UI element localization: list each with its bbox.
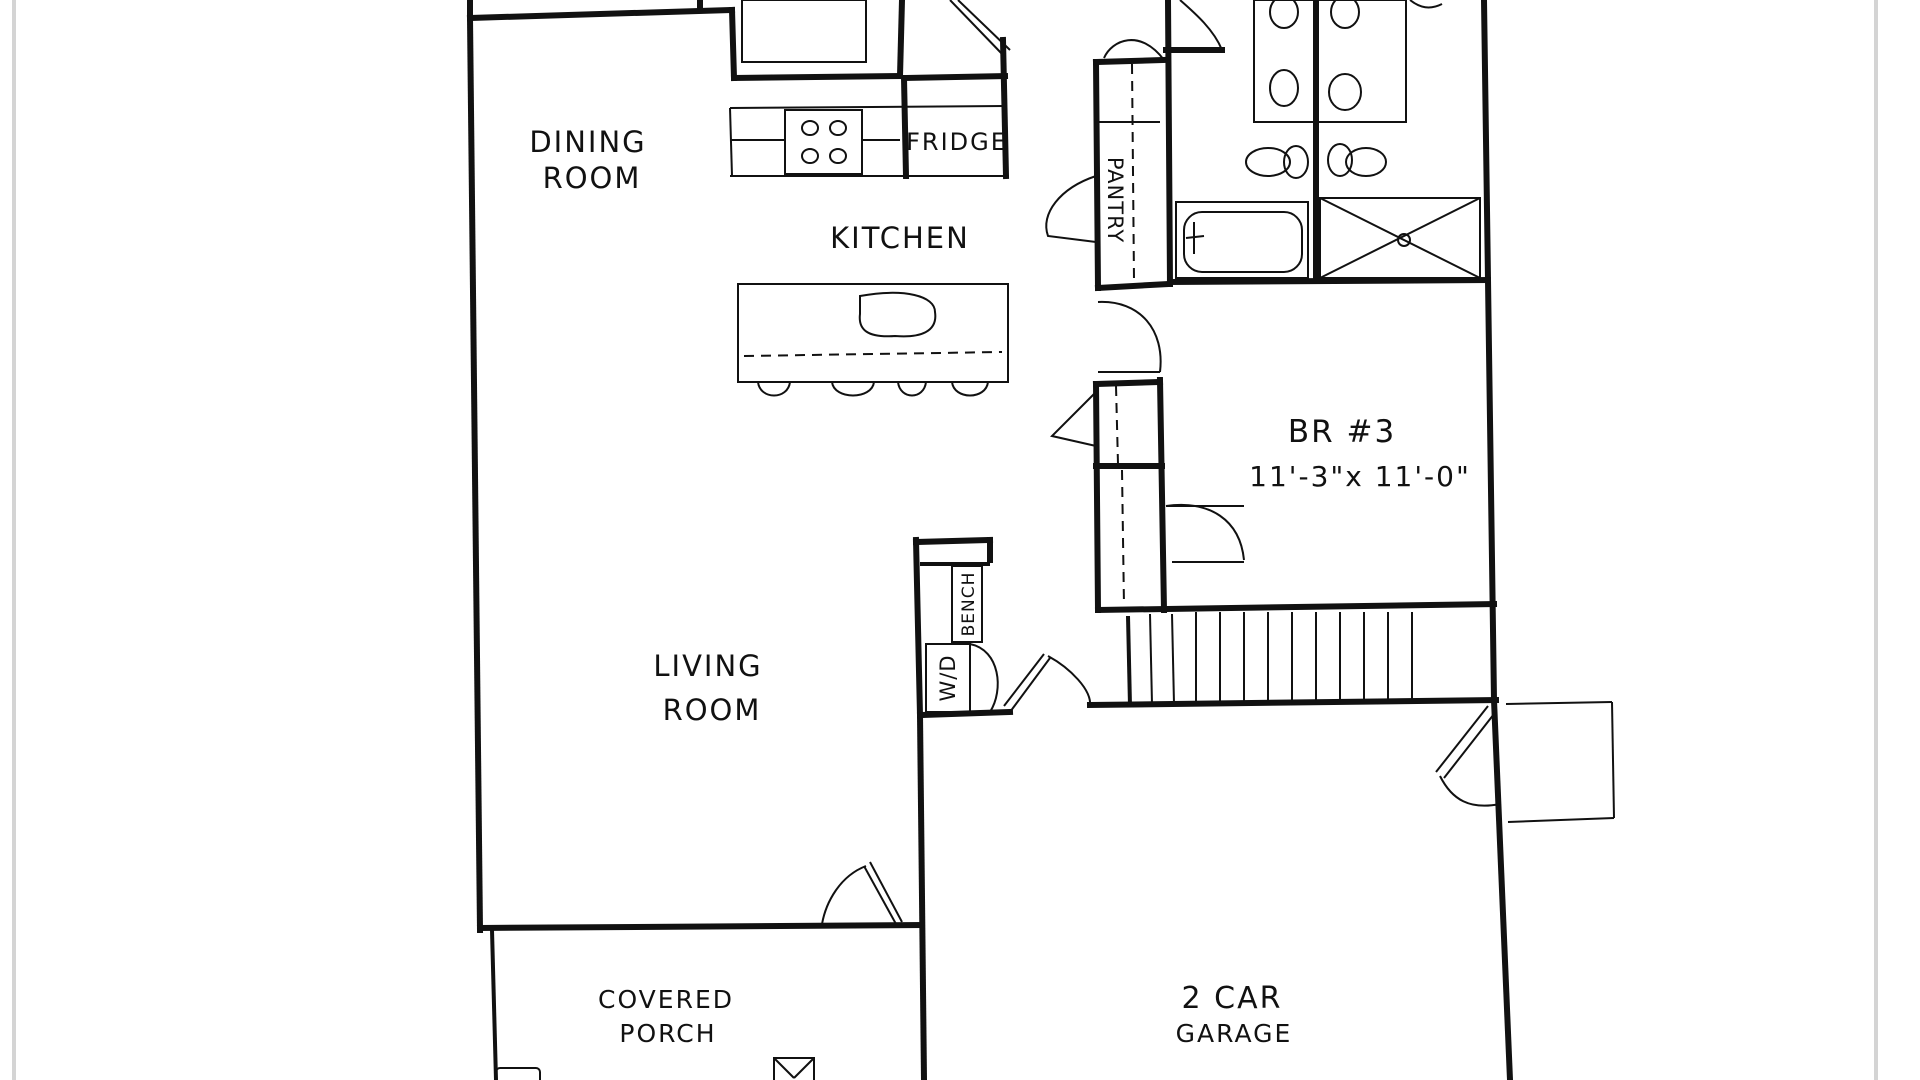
- range-icon: [784, 109, 863, 175]
- kitchen-upper-cabinets: [728, 0, 1006, 177]
- garage-entry-door: [1003, 653, 1092, 713]
- stairs: [1126, 612, 1413, 707]
- br3-size-label: 11'-3"x 11'-0": [1249, 460, 1471, 493]
- br3-name-label: BR #3: [1288, 414, 1396, 450]
- pantry: [1045, 39, 1172, 292]
- fridge-space: [900, 36, 1010, 180]
- pantry-label: PANTRY: [1103, 157, 1127, 243]
- fridge-label: FRIDGE: [906, 128, 1008, 156]
- living-room-label-2: ROOM: [663, 693, 762, 727]
- bedroom-3: [1050, 376, 1498, 614]
- covered-porch-label-2: PORCH: [619, 1019, 716, 1048]
- bathroom: [1163, 0, 1492, 288]
- laundry-alcove: [912, 536, 999, 719]
- wd-label: W/D: [936, 654, 960, 701]
- living-room-label: LIVING: [653, 649, 762, 683]
- dining-room-label: DINING: [529, 125, 646, 159]
- covered-porch-label: COVERED: [598, 985, 734, 1014]
- garage-label: 2 CAR: [1182, 981, 1283, 1016]
- dining-room-label-2: ROOM: [543, 161, 642, 195]
- hall-door: [1097, 300, 1162, 373]
- garage-label-2: GARAGE: [1176, 1019, 1293, 1048]
- bench-label: BENCH: [959, 572, 979, 637]
- front-door: [821, 861, 903, 925]
- kitchen-north-door: [949, 0, 1011, 57]
- kitchen-label: KITCHEN: [830, 221, 970, 255]
- kitchen-island: [737, 283, 1009, 397]
- garage-side-door: [1435, 701, 1615, 823]
- porch-posts: [495, 1057, 815, 1080]
